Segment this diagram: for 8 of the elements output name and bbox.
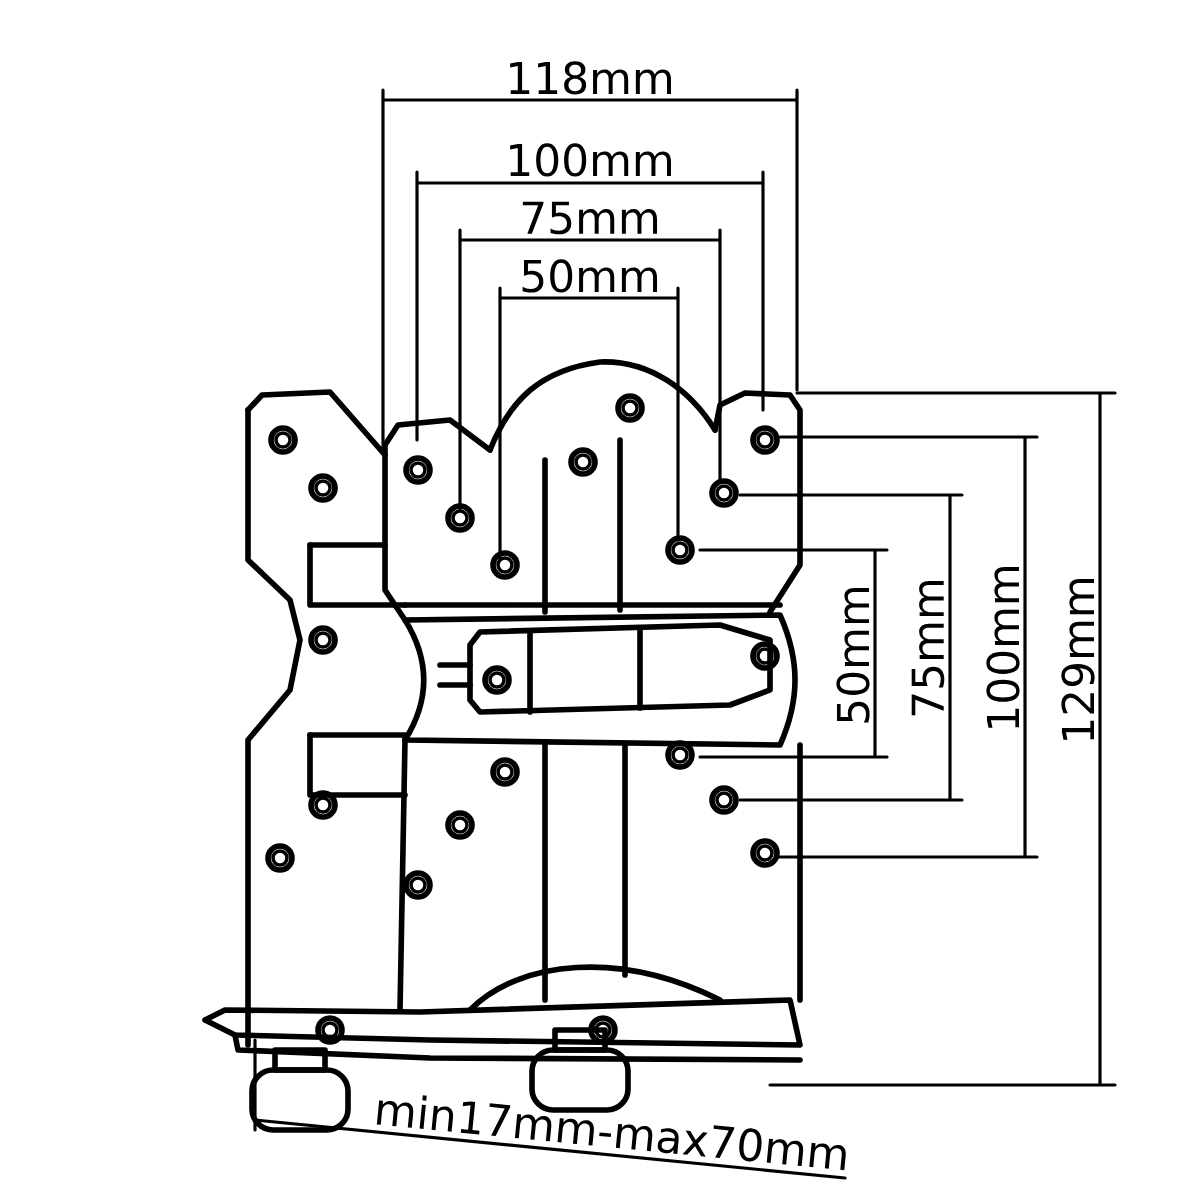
- dimension-label: 100mm: [510, 143, 671, 177]
- dimension-label: 75mm: [522, 201, 657, 235]
- dimension-label: 129mm: [1061, 579, 1095, 740]
- dimension-label: 50mm: [836, 588, 870, 723]
- dimension-label: 100mm: [986, 567, 1020, 728]
- dimension-label: 50mm: [522, 259, 657, 293]
- dimension-label: 118mm: [510, 61, 671, 95]
- dimension-label: 75mm: [911, 581, 945, 716]
